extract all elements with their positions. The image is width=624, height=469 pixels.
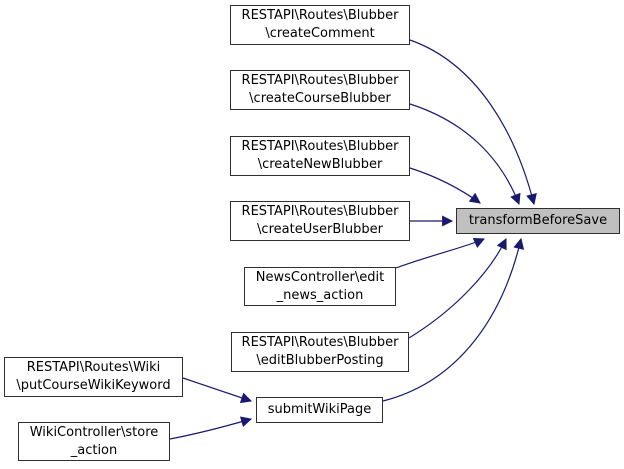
edge-create-new-blubber-to-transform-before-save (409, 167, 481, 204)
node-label-line: RESTAPI\Routes\Blubber (241, 73, 399, 88)
node-submit-wiki-page[interactable]: submitWikiPage (256, 397, 383, 423)
node-create-new-blubber[interactable]: RESTAPI\Routes\Blubber \createNewBlubber (230, 136, 410, 176)
node-label-line: NewsController\edit (255, 269, 385, 285)
edge-put-course-wiki-keyword-to-submit-wiki-page (182, 377, 253, 404)
edge-edit-news-action-to-transform-before-save (395, 237, 486, 269)
node-put-course-wiki-keyword[interactable]: RESTAPI\Routes\Wiki \putCourseWikiKeywor… (4, 357, 183, 397)
node-transform-before-save[interactable]: transformBeforeSave (456, 208, 620, 234)
node-label-line: \putCourseWikiKeyword (16, 378, 171, 393)
node-label-line: transformBeforeSave (468, 213, 608, 228)
node-label-line: submitWikiPage (267, 402, 372, 417)
node-label-line: _action (70, 442, 118, 458)
node-label-line: \editBlubberPosting (256, 353, 384, 368)
node-create-comment[interactable]: RESTAPI\Routes\Blubber \createComment (230, 5, 410, 45)
node-create-course-blubber[interactable]: RESTAPI\Routes\Blubber \createCourseBlub… (230, 70, 410, 110)
node-label-line: \createUserBlubber (257, 222, 383, 237)
edge-edit-blubber-posting-to-transform-before-save (408, 238, 507, 339)
node-label-line: \createNewBlubber (257, 157, 383, 172)
node-label-line: RESTAPI\Routes\Wiki (26, 360, 161, 375)
node-label-line: RESTAPI\Routes\Blubber (241, 204, 399, 219)
node-edit-blubber-posting[interactable]: RESTAPI\Routes\Blubber \editBlubberPosti… (231, 332, 409, 372)
edge-create-course-blubber-to-transform-before-save (409, 103, 521, 206)
node-label-line: _news_action (276, 287, 364, 303)
node-label-line: \createComment (265, 26, 375, 41)
edge-store-action-to-submit-wiki-page (169, 416, 253, 440)
node-label-line: WikiController\store (29, 424, 159, 440)
edge-create-comment-to-transform-before-save (409, 39, 537, 206)
node-store-action[interactable]: WikiController\store _action (18, 422, 170, 461)
node-label-line: \createCourseBlubber (249, 91, 391, 106)
node-edit-news-action[interactable]: NewsController\edit _news_action (244, 267, 396, 306)
node-label-line: RESTAPI\Routes\Blubber (241, 139, 399, 154)
node-label-line: RESTAPI\Routes\Blubber (241, 335, 399, 350)
node-label-line: RESTAPI\Routes\Blubber (241, 8, 399, 23)
node-create-user-blubber[interactable]: RESTAPI\Routes\Blubber \createUserBlubbe… (230, 201, 410, 241)
edge-submit-wiki-page-to-transform-before-save (382, 237, 525, 402)
